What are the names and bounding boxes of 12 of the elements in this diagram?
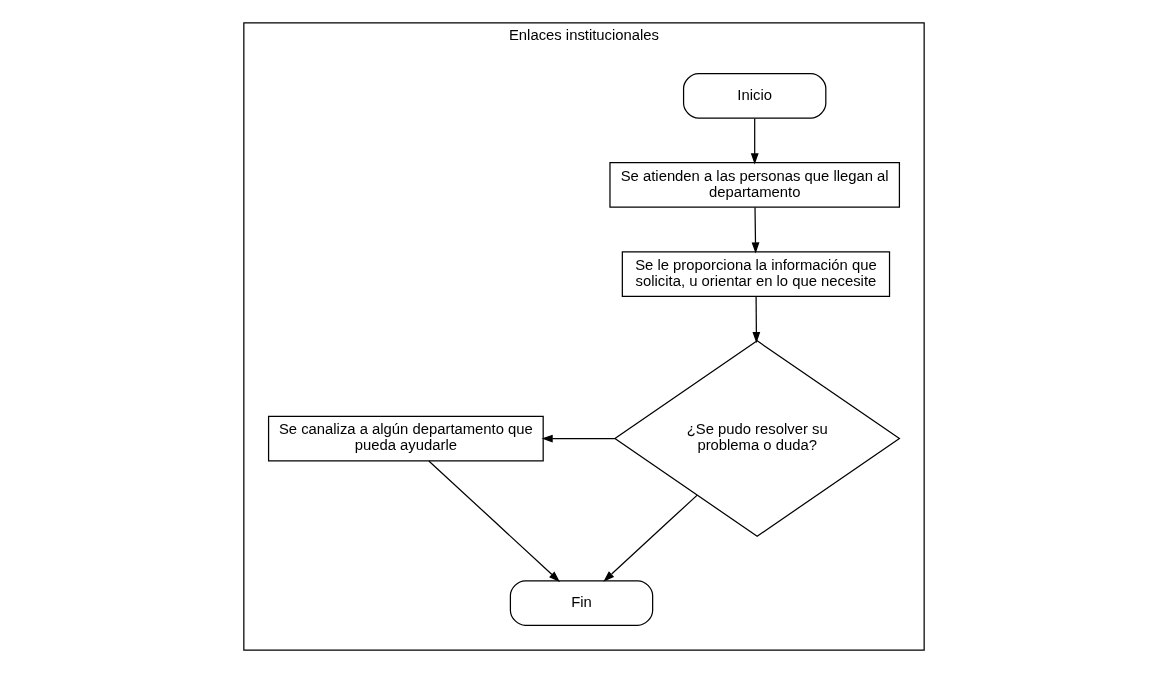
arrow bbox=[751, 207, 760, 254]
arrow bbox=[750, 117, 759, 165]
node-box: Se atienden a las personas que llegan al departamento bbox=[609, 162, 901, 208]
node-box: Fin bbox=[509, 580, 654, 626]
node-diamond: ¿Se pudo resolver su problema o duda? bbox=[613, 340, 901, 537]
arrow bbox=[428, 460, 560, 582]
arrow bbox=[752, 295, 761, 344]
arrow bbox=[603, 494, 698, 582]
node-box: Se canaliza a algún departamento que pueda ayudarle bbox=[267, 415, 544, 462]
node-box: Se le proporciona la información que solicita, u orientar en lo que necesite bbox=[621, 251, 891, 297]
arrow bbox=[541, 434, 616, 443]
node-box: Inicio bbox=[682, 73, 827, 119]
